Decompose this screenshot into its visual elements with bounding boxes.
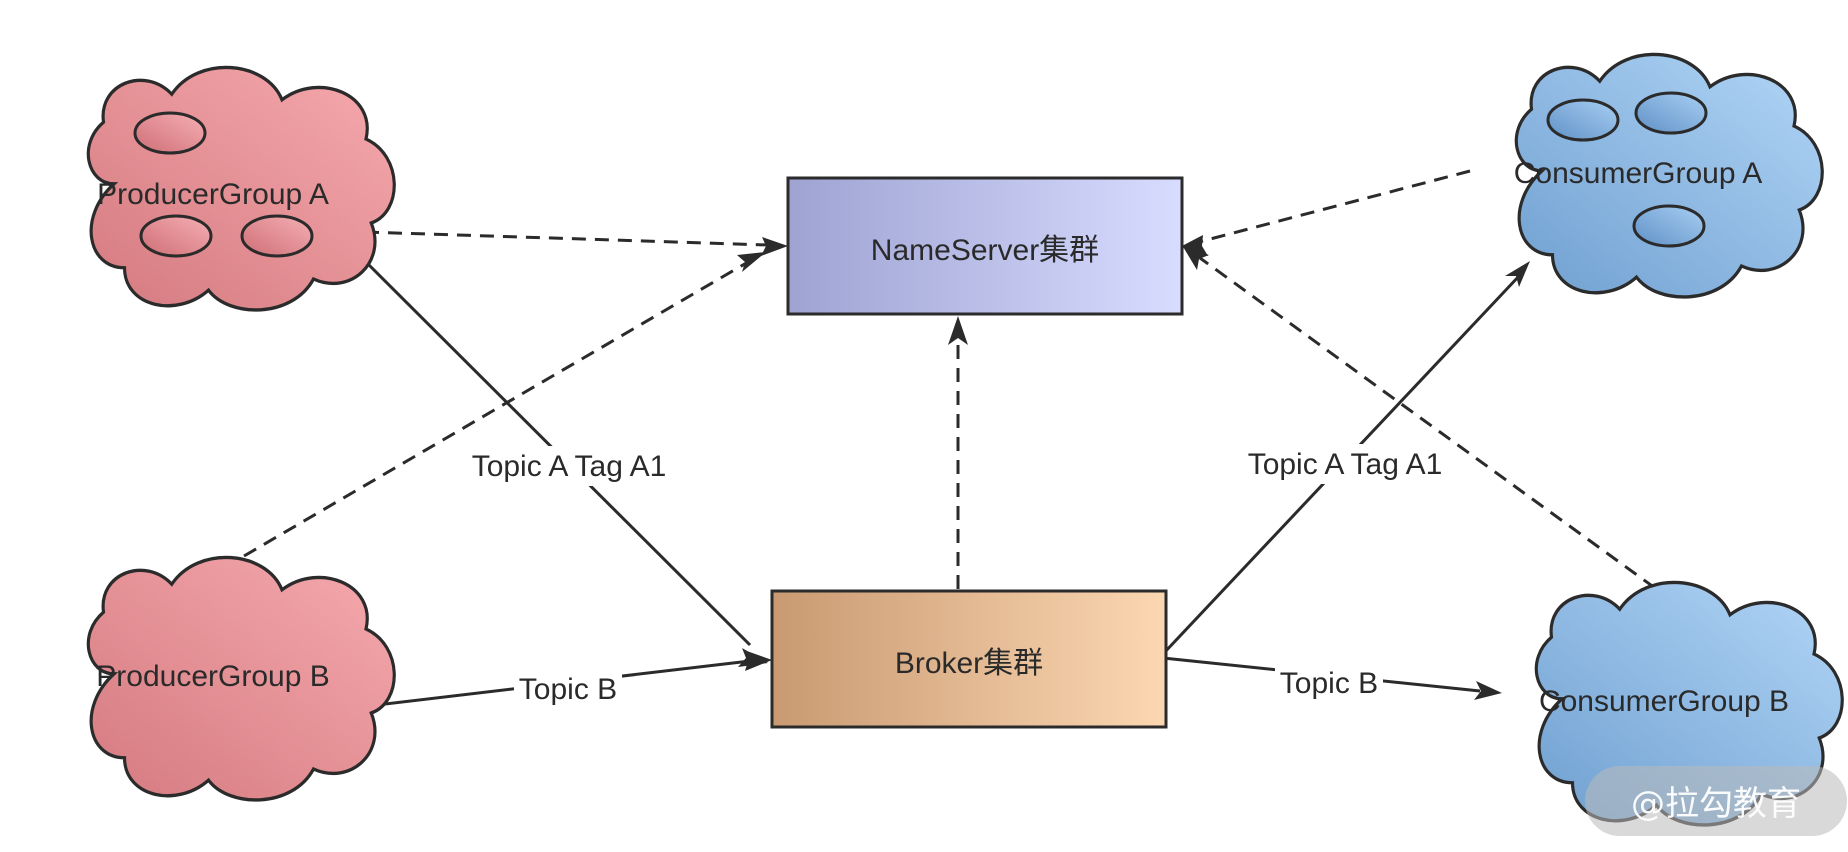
instance-icon (1546, 98, 1620, 142)
instance-icon (133, 111, 207, 155)
arrowheads (737, 235, 1530, 700)
producer-group-a-ovals (133, 111, 314, 258)
edge-label-broker-consumer-b: Topic B (1280, 667, 1378, 700)
consumer-group-a-label: ConsumerGroup A (1514, 157, 1762, 190)
producer-group-a-label: ProducerGroup A (97, 178, 329, 211)
arrowhead-icon (948, 316, 968, 345)
arrowhead-icon (744, 650, 772, 671)
edge-producer-b-nameserver (243, 260, 749, 558)
instance-icon (240, 214, 314, 258)
producer-group-b-label: ProducerGroup B (96, 660, 329, 693)
edge-consumer-b-nameserver (1199, 256, 1656, 590)
edge-consumer-a-nameserver (1194, 169, 1471, 245)
arrowhead-icon (1182, 245, 1209, 270)
consumer-group-a-ovals (1546, 91, 1708, 248)
nameserver-label: NameServer集群 (871, 234, 1099, 267)
arrowhead-icon (1505, 261, 1530, 287)
arrowhead-icon (1180, 235, 1208, 256)
edge-labels: Topic A Tag A1 Topic B Topic A Tag A1 To… (460, 444, 1454, 708)
watermark-text: @拉勾教育 (1631, 784, 1801, 824)
watermark: @拉勾教育 (1585, 766, 1847, 836)
arrowhead-icon (761, 237, 788, 256)
edge-producer-a-nameserver (364, 230, 769, 247)
instance-icon (139, 214, 213, 258)
broker-label: Broker集群 (895, 647, 1043, 680)
broker-node: Broker集群 (770, 589, 1168, 729)
arrowhead-icon (737, 252, 766, 272)
edge-label-producer-b-broker: Topic B (519, 673, 617, 706)
edge-label-broker-consumer-a: Topic A Tag A1 (1248, 448, 1443, 481)
instance-icon (1634, 91, 1708, 135)
instance-icon (1632, 204, 1706, 248)
edge-label-producer-a-broker: Topic A Tag A1 (472, 450, 667, 483)
nameserver-node: NameServer集群 (786, 176, 1184, 316)
consumer-group-b-label: ConsumerGroup B (1539, 685, 1789, 718)
arrowhead-icon (1474, 681, 1502, 700)
